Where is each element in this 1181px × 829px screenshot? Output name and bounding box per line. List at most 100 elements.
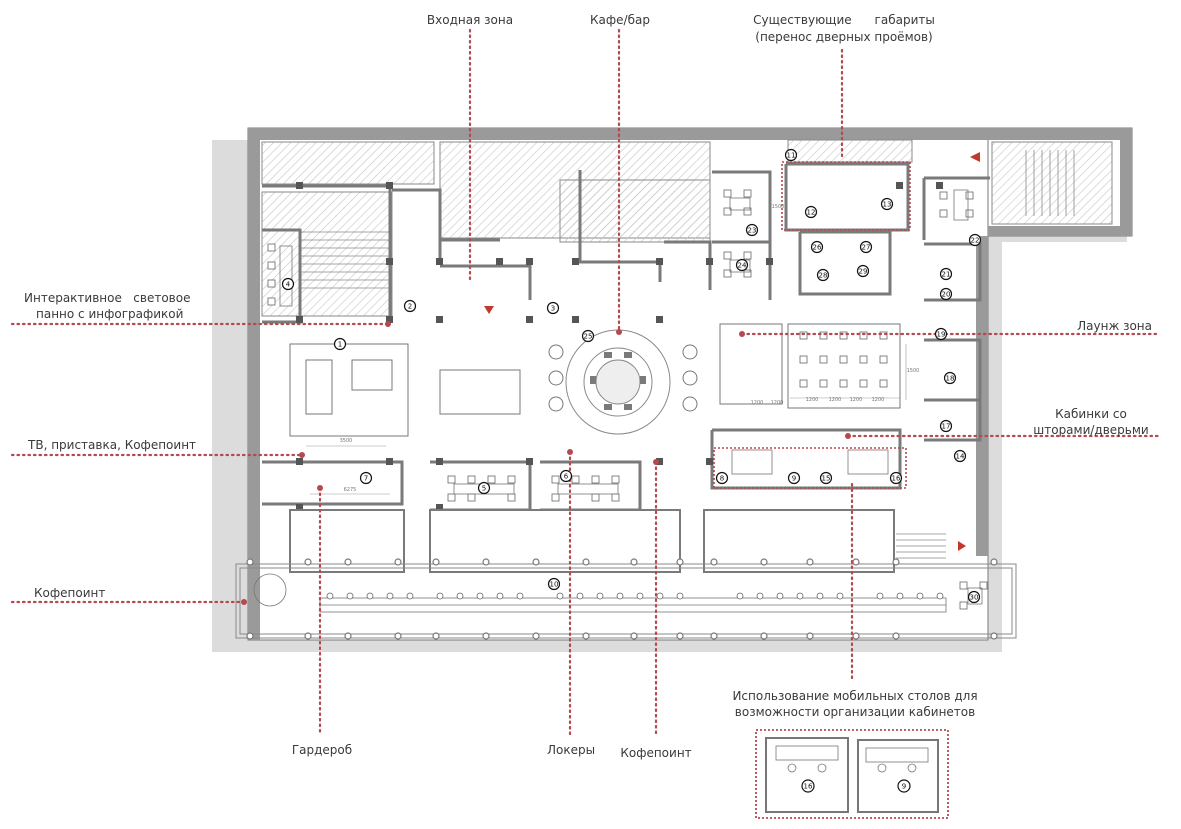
room-bubble-1 (333, 337, 347, 351)
inset-number-9: 9 (902, 783, 906, 791)
callout-coffee-bottom: Кофепоинт (620, 746, 692, 760)
room-bubble-12 (804, 205, 818, 219)
dimension-label: 1200 (829, 397, 842, 403)
room-number-18: 18 (946, 375, 955, 383)
cafe-seats (590, 352, 646, 410)
room-number-19: 19 (937, 331, 946, 339)
dimension-label: 1200 (751, 400, 764, 406)
room-number-13: 13 (883, 201, 892, 209)
room-number-14: 14 (956, 453, 965, 461)
room-number-21: 21 (942, 271, 951, 279)
room-bubble-2 (403, 299, 417, 313)
cafe-side-tables (548, 344, 698, 412)
room-bubble-4 (281, 277, 295, 291)
room-number-15: 15 (822, 475, 831, 483)
outer-wall-bands (248, 128, 1132, 640)
room-number-6: 6 (564, 473, 569, 481)
dimension-label: 3500 (340, 438, 353, 444)
callout-lockers: Локеры (546, 743, 596, 757)
dimension-lines (306, 344, 907, 495)
room-bubble-6 (559, 469, 573, 483)
room-number-29: 29 (859, 268, 868, 276)
room-number-10: 10 (550, 581, 559, 589)
room-bubble-15 (819, 471, 833, 485)
room-number-28: 28 (819, 272, 828, 280)
room-number-11: 11 (787, 152, 796, 160)
leader-lines (10, 28, 1160, 737)
room-bubble-27 (859, 240, 873, 254)
callout-existing-line1: Существующие габариты (753, 13, 935, 27)
callout-booths-line2: шторами/дверьми (1033, 423, 1149, 437)
room-number-23: 23 (748, 227, 757, 235)
callout-interactive-line2: панно с инфографикой (36, 307, 184, 321)
inset-frame (755, 729, 949, 819)
room-bubble-23 (745, 223, 759, 237)
callout-interactive-line1: Интерактивное световое (24, 291, 191, 305)
callout-cafe-bar: Кафе/бар (590, 13, 650, 27)
inset-rooms (765, 737, 939, 813)
lounge-chairs (799, 331, 888, 388)
room-bubble-21 (939, 267, 953, 281)
room-bubble-17 (939, 419, 953, 433)
room-number-20: 20 (942, 291, 951, 299)
stairs (300, 150, 1075, 559)
room-number-8: 8 (720, 475, 724, 483)
callout-tv: ТВ, приставка, Кофепоинт (28, 438, 197, 452)
room-bubble-9 (787, 471, 801, 485)
room-bubble-19 (934, 327, 948, 341)
lounge-furniture (289, 323, 901, 437)
room-number-27: 27 (862, 244, 871, 252)
room-number-3: 3 (551, 305, 555, 313)
room-bubble-30 (967, 590, 981, 604)
callout-mobile-line2: возможности организации кабинетов (734, 705, 976, 719)
dimension-label: 6275 (344, 487, 357, 493)
callout-lounge: Лаунж зона (1077, 319, 1152, 333)
room-bubble-29 (856, 264, 870, 278)
room-bubble-7 (359, 471, 373, 485)
facade-columns (246, 558, 998, 640)
room-bubble-10 (547, 577, 561, 591)
room-number-9: 9 (792, 475, 796, 483)
callout-entrance: Входная зона (426, 13, 514, 27)
desk-row-chairs (326, 592, 944, 600)
room-bubble-8 (715, 471, 729, 485)
room-bubble-28 (816, 268, 830, 282)
callout-booths-line1: Кабинки со (1055, 407, 1127, 421)
callout-coffee-left: Кофепоинт (34, 586, 106, 600)
room-number-2: 2 (408, 303, 412, 311)
room-bubble-5 (477, 481, 491, 495)
room-bubble-3 (546, 301, 560, 315)
room-bubble-14 (953, 449, 967, 463)
room-number-12: 12 (807, 209, 816, 217)
dimension-label: 1200 (850, 397, 863, 403)
inset-bubble-16 (801, 779, 815, 793)
room-bubble-20 (939, 287, 953, 301)
room-number-30: 30 (970, 594, 979, 602)
room-bubble-18 (943, 371, 957, 385)
room-bubble-11 (784, 148, 798, 162)
room-number-5: 5 (482, 485, 486, 493)
room-number-1: 1 (338, 341, 342, 349)
room-bubble-25 (581, 329, 595, 343)
existing-dimensions-outline (713, 161, 911, 489)
room-bubble-13 (880, 197, 894, 211)
room-number-25: 25 (584, 333, 593, 341)
inset-bubble-9 (897, 779, 911, 793)
dimension-label: 1500 (907, 368, 920, 374)
dimension-label: 1200 (806, 397, 819, 403)
room-number-4: 4 (286, 281, 291, 289)
room-number-24: 24 (738, 262, 747, 270)
room-bubble-16 (889, 471, 903, 485)
callout-mobile-line1: Использование мобильных столов для (732, 689, 978, 703)
core-hatch-areas (261, 139, 1113, 317)
office-furniture (267, 189, 988, 610)
cafe-round-area (565, 329, 671, 435)
callout-existing-line2: (перенос дверных проёмов) (755, 30, 933, 44)
leader-dots (241, 321, 851, 605)
dimension-label: 1200 (872, 397, 885, 403)
room-bubble-24 (735, 258, 749, 272)
dimension-label: 1200 (771, 400, 784, 406)
